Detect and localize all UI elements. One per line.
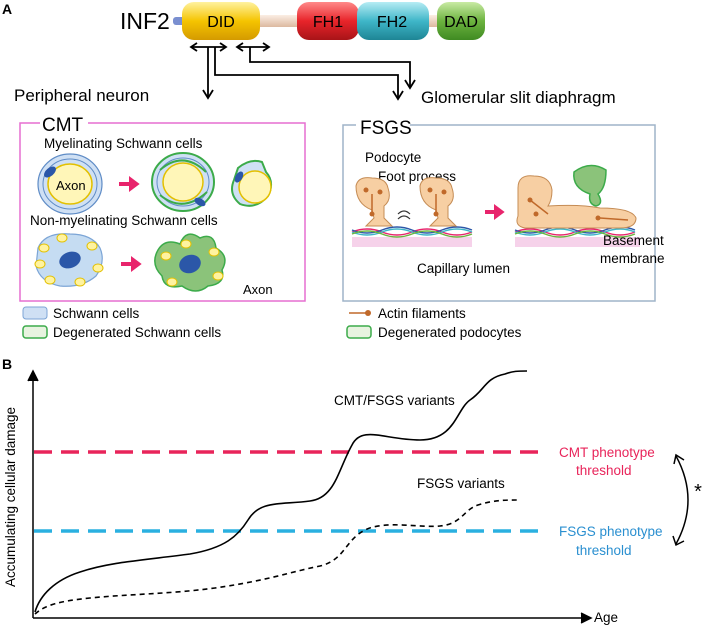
y-axis-label: Accumulating cellular damage <box>3 407 18 587</box>
legend-swatch-degenerated-schwann <box>22 325 48 339</box>
axon-label-1: Axon <box>56 178 86 193</box>
pink-arrow-3 <box>485 204 505 220</box>
domain-fh2-label: FH2 <box>377 14 407 31</box>
axon-label-2: Axon <box>243 282 273 297</box>
protein-name: INF2 <box>120 8 170 34</box>
domain-dad-label: DAD <box>444 14 478 31</box>
domain-fh1-label: FH1 <box>313 14 343 31</box>
threshold-cmt-label-1: CMT phenotype <box>559 445 655 460</box>
podocyte-label: Podocyte <box>365 150 421 165</box>
nonmyelinating-cell-degenerated <box>154 233 226 292</box>
podocyte-effaced <box>516 175 637 229</box>
difference-arrow <box>672 453 689 547</box>
series-fsgs-label: FSGS variants <box>417 476 505 491</box>
cmt-box: CMT Myelinating Schwann cells Axon Non-m… <box>19 115 306 302</box>
capillary-label: Capillary lumen <box>417 261 510 276</box>
threshold-fsgs-label-2: threshold <box>576 543 632 558</box>
pink-arrow-1 <box>119 176 140 192</box>
podocyte-normal-mid <box>419 177 458 227</box>
x-axis-label: Age <box>594 610 618 625</box>
podocyte-normal-left <box>355 177 394 227</box>
legend-actin: Actin filaments <box>378 306 466 321</box>
slit-diaphragm-mark <box>397 210 411 220</box>
basement-membrane-left <box>351 226 473 247</box>
legend-swatch-schwann <box>22 306 48 320</box>
target-peripheral-neuron: Peripheral neuron <box>14 86 149 105</box>
legend-degenerated-podocytes: Degenerated podocytes <box>378 325 522 340</box>
mutation-arrows <box>189 42 416 101</box>
target-glomerular-slit: Glomerular slit diaphragm <box>421 88 616 107</box>
panel-a-label: A <box>2 1 12 17</box>
nonmyelinating-label: Non-myelinating Schwann cells <box>30 213 218 228</box>
legend-fsgs: Actin filaments Degenerated podocytes <box>346 306 522 340</box>
fsgs-title: FSGS <box>360 118 412 139</box>
basement-label-2: membrane <box>600 251 665 266</box>
myelinating-label: Myelinating Schwann cells <box>44 136 203 151</box>
nonmyelinating-cell-normal <box>34 233 104 287</box>
cmt-title: CMT <box>42 115 84 136</box>
myelinated-fiber-degenerating <box>151 152 215 212</box>
basement-label-1: Basement <box>603 233 664 248</box>
series-fsgs-line <box>34 499 521 615</box>
legend-degenerated-schwann: Degenerated Schwann cells <box>53 325 221 340</box>
domain-did <box>182 2 260 40</box>
threshold-cmt-label-2: threshold <box>576 463 632 478</box>
inf2-domain-bar: DID FH1 FH2 DAD <box>173 2 485 40</box>
legend-cmt: Schwann cells Degenerated Schwann cells <box>22 306 221 340</box>
domain-fh1 <box>297 2 359 40</box>
legend-actin-marker <box>365 310 371 316</box>
chart-axes <box>27 369 593 624</box>
series-cmt-fsgs-label: CMT/FSGS variants <box>334 393 455 408</box>
degenerated-podocyte <box>573 164 607 207</box>
domain-dad <box>437 2 485 40</box>
domain-did-label: DID <box>207 14 235 31</box>
fsgs-box: FSGS Podocyte Foot process <box>342 118 665 302</box>
threshold-fsgs-label-1: FSGS phenotype <box>559 524 663 539</box>
linker-1 <box>255 15 305 27</box>
series-cmt-fsgs-line <box>34 370 528 613</box>
legend-schwann: Schwann cells <box>53 306 140 321</box>
domain-fh2 <box>357 2 429 40</box>
panel-b-label: B <box>2 356 12 372</box>
legend-swatch-degenerated-podocytes <box>346 325 372 339</box>
myelinated-fiber-normal <box>37 153 103 215</box>
pink-arrow-2 <box>121 256 142 272</box>
asterisk: * <box>694 481 702 503</box>
myelinated-fiber-degenerated <box>231 159 272 207</box>
